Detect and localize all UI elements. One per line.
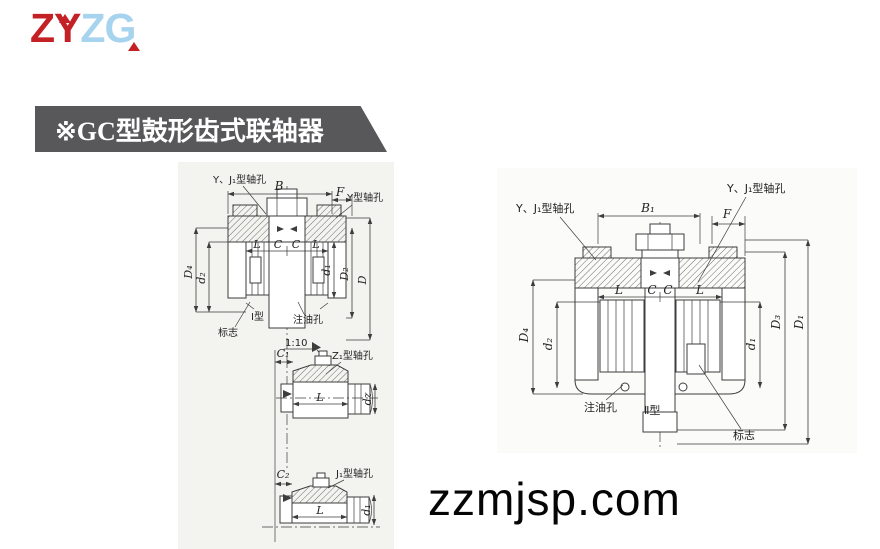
label-hole-yj1: Y、J₁型轴孔 <box>212 173 266 186</box>
label-mark-2: 标志 <box>733 428 755 442</box>
logo-triangle-icon-top <box>59 14 71 23</box>
label-oil-hole: 注油孔 <box>293 313 323 326</box>
dim-label-D: D <box>356 275 369 285</box>
dim-label-d2-2: d₂ <box>541 338 555 351</box>
logo: ZYZG <box>30 5 136 51</box>
label-hole-y: Y型轴孔 <box>346 191 383 204</box>
dim-label-L-z1: L <box>315 391 323 404</box>
label-oil-hole-2: 注油孔 <box>584 400 617 414</box>
dim-label-F2: F <box>722 207 732 221</box>
label-hole-yj1-left: Y、J₁型轴孔 <box>515 201 574 215</box>
diagram-z1-hole-detail: 1:10 Z₁型轴孔 C₁ L dz <box>274 338 378 542</box>
taper-arrow-icon <box>312 342 321 352</box>
dim-label-C2: C₂ <box>277 468 290 481</box>
diagram-type2-coupling: B₁ F Y、J₁型轴孔 Y、J₁型轴孔 L C C L D₄ d₂ d₁ D₃… <box>515 181 811 450</box>
dim-label-C1: C₁ <box>277 347 290 360</box>
dim-label-L-right: L <box>311 238 319 251</box>
label-hole-j1: J₁型轴孔 <box>335 467 373 480</box>
label-hole-yj1-right: Y、J₁型轴孔 <box>726 181 785 195</box>
dim-label-C-left2: C <box>647 283 656 297</box>
label-type1: Ⅰ型 <box>251 310 264 323</box>
dim-label-d1-2: d₁ <box>744 338 758 351</box>
dim-label-L-left: L <box>252 238 260 251</box>
dim-label-B: B <box>274 179 284 193</box>
dim-label-C-left: C <box>274 238 283 251</box>
logo-text-zy: ZY <box>30 5 81 51</box>
dim-label-L-left2: L <box>614 283 623 297</box>
watermark: zzmjsp.com <box>428 473 681 525</box>
dim-label-D1: D₁ <box>792 315 806 330</box>
dim-label-d2: d₂ <box>195 272 208 283</box>
dim-label-L-j1: L <box>315 504 323 517</box>
dim-label-D4-2: D₄ <box>517 328 531 344</box>
logo-text-zg: ZG <box>80 5 136 51</box>
dim-label-L-right2: L <box>695 283 704 297</box>
dim-label-D4: D₄ <box>182 265 195 279</box>
dim-label-dz: dz <box>361 392 374 405</box>
dim-label-C-right2: C <box>663 283 672 297</box>
dim-label-C-right: C <box>292 238 301 251</box>
dim-label-B1: B₁ <box>640 201 655 215</box>
dim-label-F: F <box>335 185 345 199</box>
dim-label-d1-j1: d₁ <box>360 504 373 515</box>
section-title: ※GC型鼓形齿式联轴器 <box>55 116 324 146</box>
logo-triangle-icon-bottom <box>128 42 140 51</box>
label-hole-z1: Z₁型轴孔 <box>332 349 373 362</box>
section-banner: ※GC型鼓形齿式联轴器 <box>35 106 387 152</box>
label-type2: Ⅱ型 <box>644 403 660 417</box>
label-taper-ratio: 1:10 <box>285 338 307 349</box>
dim-label-D2: D₂ <box>338 267 351 281</box>
label-mark: 标志 <box>218 326 238 339</box>
dim-label-d1: d₁ <box>320 264 333 275</box>
diagram-type1-coupling: B F Y、J₁型轴孔 Y型轴孔 L C C L D₄ d₂ d₁ D₂ D 标… <box>182 173 383 470</box>
dim-label-D3: D₃ <box>769 315 783 331</box>
diagram-j1-hole-detail: C₂ J₁型轴孔 L d₁ <box>262 467 380 528</box>
